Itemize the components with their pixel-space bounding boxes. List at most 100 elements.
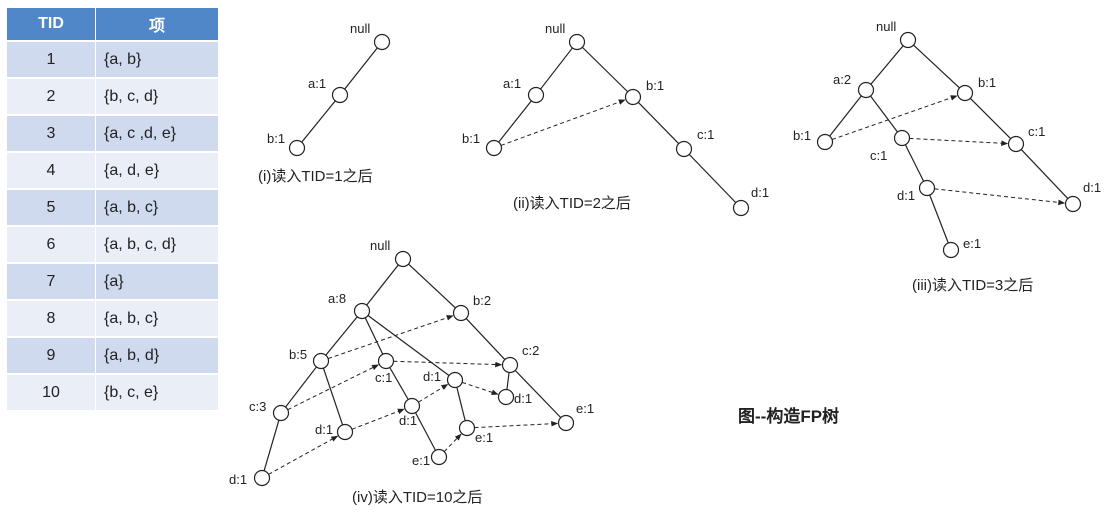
node-label: null [350,21,370,36]
tree-node [394,250,412,268]
items-cell: {a, b, d} [95,336,218,374]
header-items: 项 [95,8,218,41]
tid-cell: 1 [7,40,96,78]
tid-cell: 7 [7,262,96,300]
tree-node [485,139,503,157]
table-row: 1{a, b} [7,40,218,78]
node-label: null [370,238,390,253]
tree-edge [637,101,680,145]
node-label: a:2 [833,72,851,87]
items-cell: {a, b, c} [95,188,218,226]
node-link-arrow [934,188,1066,206]
tree-node [336,423,354,441]
tree-node [373,33,391,51]
tree-node [446,371,464,389]
items-cell: {b, c, d} [95,77,218,115]
node-link-arrow [287,364,380,411]
node-label: d:1 [315,422,333,437]
tree-edge [913,44,960,89]
table-row: 4{a, d, e} [7,151,218,189]
tree-edge [969,97,1012,140]
tree-edge [829,95,862,137]
tree-node [918,179,936,197]
node-link-arrow [351,408,405,430]
node-label: c:2 [522,343,539,358]
tree-edge [540,47,573,90]
table-row: 7{a} [7,262,218,300]
node-label: a:1 [503,76,521,91]
node-label: b:1 [978,75,996,90]
tree-node [893,129,911,147]
tree-edge [301,100,336,143]
tree-node [1007,135,1025,153]
node-link-arrow [443,433,462,452]
tree-node [353,302,371,320]
tree-edge [498,100,532,143]
tid-cell: 5 [7,188,96,226]
table-row: 10{b, c, e} [7,373,218,410]
tree-node [272,404,290,422]
tid-cell: 10 [7,373,96,410]
node-label: c:1 [375,370,392,385]
node-label: b:1 [793,128,811,143]
tree-edge [414,412,437,451]
tree-node [557,414,575,432]
tree-node [312,352,330,370]
table-row: 3{a, c ,d, e} [7,114,218,152]
tree-node [857,81,875,99]
tree-node [527,86,545,104]
node-link-arrow [500,99,626,146]
tree-edge [263,420,280,471]
items-cell: {b, c, e} [95,373,218,410]
tree-caption: (iii)读入TID=3之后 [912,277,1033,294]
table-row: 9{a, b, d} [7,336,218,374]
node-label: c:1 [697,127,714,142]
tree-edge [364,317,384,355]
node-link-arrow [461,381,499,395]
node-label: b:5 [289,347,307,362]
items-cell: {a, b} [95,40,218,78]
table-row: 2{b, c, d} [7,77,218,115]
tree-node [331,86,349,104]
node-link-arrow [909,137,1009,147]
tree-edge [514,369,562,419]
tree-edge [456,387,466,421]
tree-node [568,33,586,51]
items-cell: {a, c ,d, e} [95,114,218,152]
node-link-arrow [831,95,958,140]
node-label: d:1 [897,188,915,203]
node-label: d:1 [751,185,769,200]
tree-node [253,469,271,487]
tree-edge [688,153,737,204]
items-cell: {a, d, e} [95,151,218,189]
node-label: e:1 [412,453,430,468]
tid-cell: 3 [7,114,96,152]
node-label: c:3 [249,399,266,414]
node-label: b:2 [473,293,491,308]
tree-node [816,133,834,151]
table-row: 5{a, b, c} [7,188,218,226]
tid-cell: 9 [7,336,96,374]
tree-edge [367,314,450,377]
header-tid: TID [7,8,96,41]
tree-node [899,31,917,49]
tree-edge [870,95,898,133]
items-cell: {a, b, c, d} [95,225,218,263]
tree-caption: (iv)读入TID=10之后 [352,489,482,506]
node-label: e:1 [963,236,981,251]
tree-node [675,140,693,158]
items-cell: {a} [95,262,218,300]
node-label: a:8 [328,291,346,306]
tree-node [942,241,960,259]
tree-node [624,88,642,106]
tree-node [430,448,448,466]
tree-node [377,352,395,370]
tree-edge [389,367,409,400]
node-label: null [876,19,896,34]
node-label: e:1 [576,401,594,416]
node-label: a:1 [308,76,326,91]
node-label: d:1 [423,369,441,384]
tid-cell: 6 [7,225,96,263]
tree-edge [904,144,925,182]
